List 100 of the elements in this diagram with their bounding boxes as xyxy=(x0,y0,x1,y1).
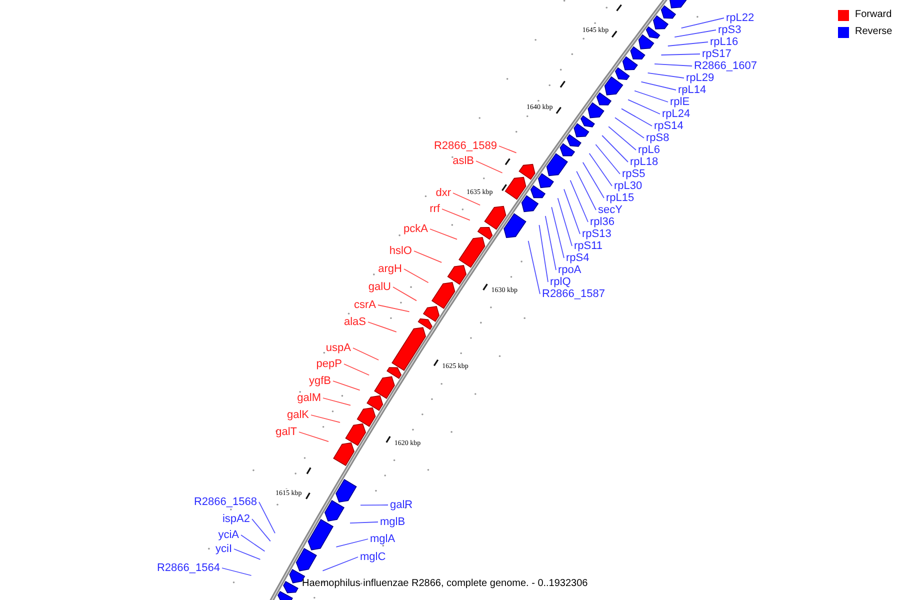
legend-label: Reverse xyxy=(855,26,892,38)
leader-line xyxy=(240,534,266,552)
leader-line xyxy=(654,63,692,66)
gene-label: rplQ xyxy=(550,276,571,288)
leader-line xyxy=(528,240,540,294)
leader-line xyxy=(621,108,652,126)
gene-label: rpS11 xyxy=(574,240,603,252)
gene-label: rpL14 xyxy=(678,84,706,96)
gene-label: rpL22 xyxy=(726,12,754,24)
leader-line xyxy=(476,160,503,174)
leader-line xyxy=(430,228,458,240)
leader-line xyxy=(344,364,370,376)
leader-line xyxy=(628,99,660,114)
leader-line xyxy=(452,192,481,206)
gene-label: rpS4 xyxy=(566,252,590,264)
leader-line xyxy=(378,304,410,312)
gene-label: yciI xyxy=(216,543,232,555)
gene-label: rpL16 xyxy=(710,36,738,48)
gene-label: csrA xyxy=(354,299,376,311)
gene-label: rpS17 xyxy=(702,48,732,60)
gene-label: rpS14 xyxy=(654,120,684,132)
gene-label: rpL15 xyxy=(606,192,634,204)
leader-line xyxy=(222,568,252,576)
gene-label: ygfB xyxy=(308,375,331,387)
leader-line xyxy=(322,556,358,572)
gene-label: galR xyxy=(390,499,413,511)
gene-label: argH xyxy=(378,263,402,275)
leader-line xyxy=(350,522,378,524)
gene-label: R2866_1589 xyxy=(434,140,497,152)
gene-label: rpS5 xyxy=(622,168,646,180)
leader-line xyxy=(336,538,368,548)
gene-label: rpoA xyxy=(558,264,582,276)
leader-line xyxy=(602,135,628,162)
gene-label: uspA xyxy=(326,342,351,354)
leader-line xyxy=(640,81,676,90)
gene-label: rpL6 xyxy=(638,144,660,156)
gene-label: R2866_1607 xyxy=(694,60,758,72)
leader-line xyxy=(352,348,380,360)
gene-label: ispA2 xyxy=(222,513,250,525)
leader-line xyxy=(608,126,636,150)
gene-label: rpS13 xyxy=(582,228,612,240)
leader-line xyxy=(564,188,580,234)
gene-label: mglB xyxy=(380,516,406,528)
leader-line xyxy=(634,90,668,102)
leader-line xyxy=(414,250,442,263)
leader-line xyxy=(557,198,572,246)
leader-line xyxy=(234,548,261,560)
leader-line xyxy=(595,144,620,174)
leader-line xyxy=(551,206,564,258)
leader-line xyxy=(544,216,556,270)
gene-label: R2866_1587 xyxy=(542,288,606,300)
gene-label: aslB xyxy=(452,155,474,167)
leader-line xyxy=(674,30,716,38)
gene-label: rpL29 xyxy=(686,72,714,84)
gene-label: galK xyxy=(286,409,309,421)
leader-line xyxy=(392,286,417,302)
gene-label: pepP xyxy=(316,358,342,370)
gene-label: rplE xyxy=(670,96,690,108)
leader-line xyxy=(576,170,596,210)
gene-label: rrf xyxy=(430,203,440,215)
gene-label: alaS xyxy=(344,316,366,328)
leader-line xyxy=(298,432,329,442)
legend-label: Forward xyxy=(855,9,892,21)
gene-label: galT xyxy=(276,426,297,438)
leader-line xyxy=(647,72,684,78)
gene-label: rpl36 xyxy=(590,216,614,228)
leader-line xyxy=(680,18,724,29)
leader-line xyxy=(310,414,340,423)
leader-line xyxy=(368,322,397,332)
leader-line xyxy=(582,162,604,198)
gene-label: rpS3 xyxy=(718,24,742,36)
leader-line xyxy=(258,502,276,534)
leader-line xyxy=(667,42,708,46)
gene-label: dxr xyxy=(436,187,451,199)
gene-label: mglA xyxy=(370,533,396,545)
leader-line xyxy=(570,180,588,222)
leader-line xyxy=(498,146,517,154)
gene-label: pckA xyxy=(404,223,428,235)
leader-line xyxy=(252,518,271,542)
gene-label: mglC xyxy=(360,551,386,563)
leader-line xyxy=(360,504,388,506)
gene-label: R2866_1564 xyxy=(156,562,220,574)
leader-line xyxy=(442,208,470,221)
leader-line xyxy=(332,380,360,391)
gene-label: rpL30 xyxy=(614,180,642,192)
leader-line xyxy=(404,268,429,284)
gene-label: rpS8 xyxy=(646,132,670,144)
leader-line xyxy=(538,224,548,282)
leader-line xyxy=(588,152,612,186)
leader-line xyxy=(322,398,351,406)
gene-label: R2866_1568 xyxy=(194,496,257,508)
gene-label: galU xyxy=(368,281,391,293)
gene-label: secY xyxy=(598,204,622,216)
leader-line xyxy=(614,117,644,138)
gene-label: hslO xyxy=(389,245,412,257)
gene-label: rpL18 xyxy=(630,156,658,168)
gene-label: rpL24 xyxy=(662,108,690,120)
caption: Haemophilus influenzae R2866, complete genome. - 0..1932306 xyxy=(302,578,588,590)
gene-label: yciA xyxy=(218,529,239,541)
gene-label: galM xyxy=(297,392,321,404)
